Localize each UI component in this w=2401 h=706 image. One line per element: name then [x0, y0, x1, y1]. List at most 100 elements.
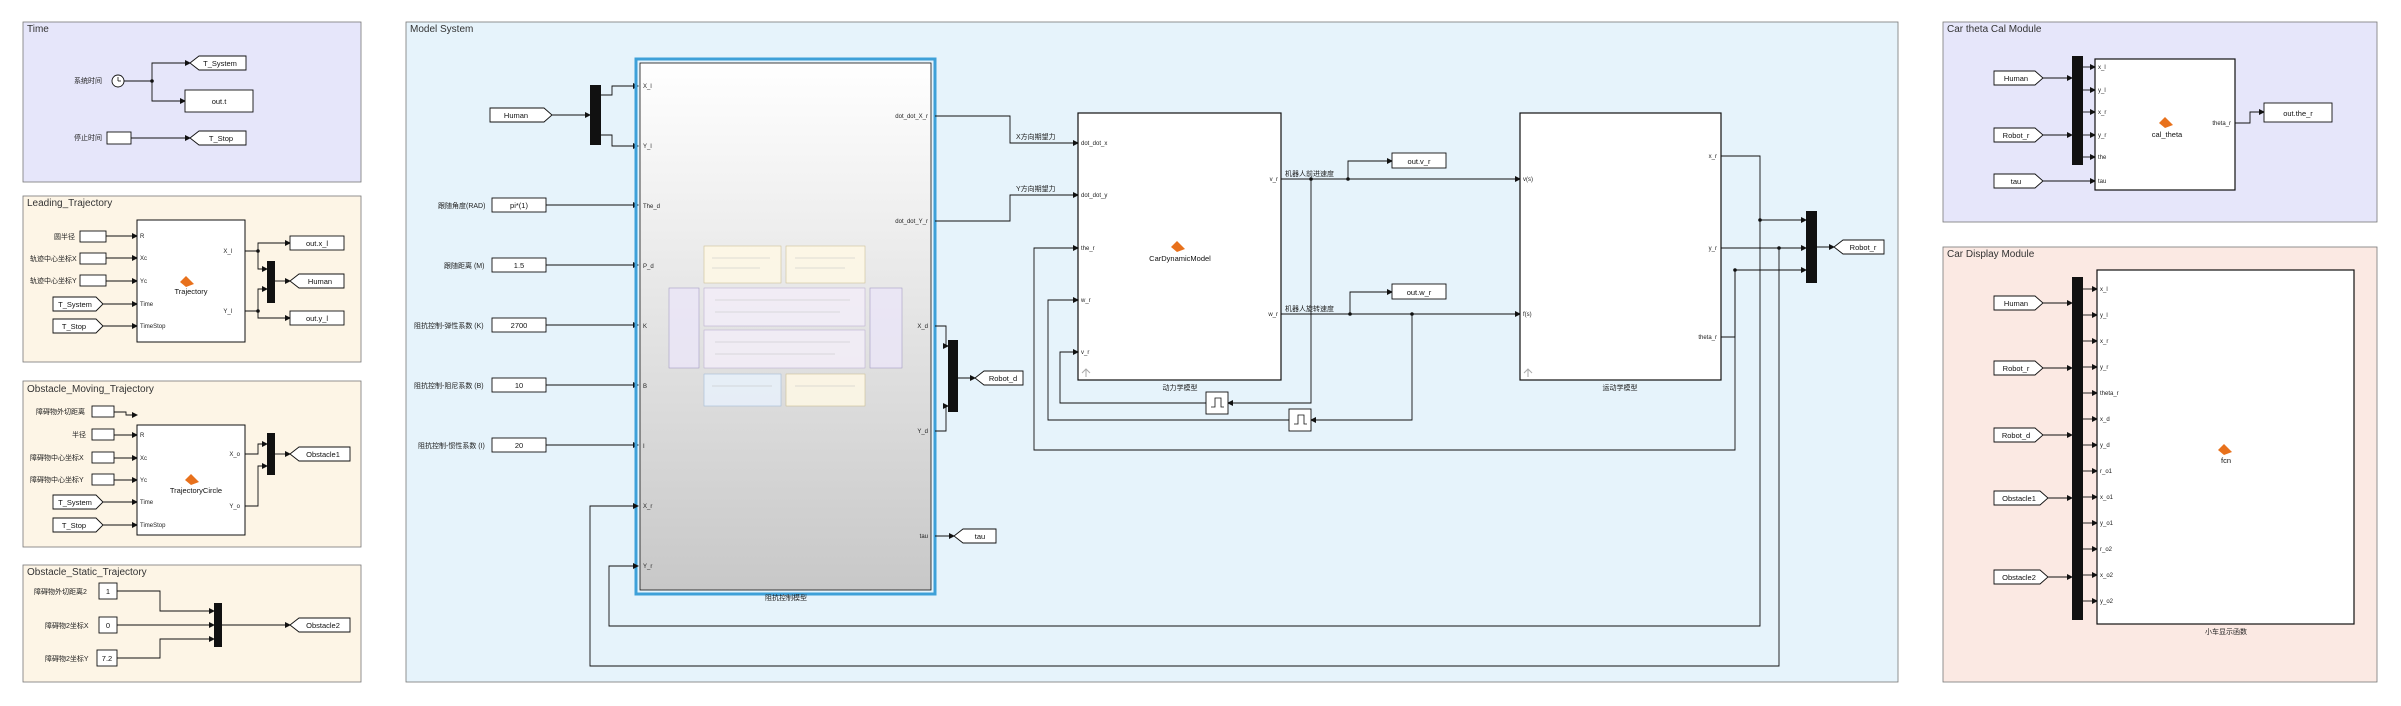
trajectory-block[interactable]: R Xc Yc Time TimeStop X_l Y_l Trajectory — [136, 219, 246, 343]
svg-text:x_r: x_r — [2098, 110, 2106, 116]
theta-demux[interactable] — [2072, 56, 2083, 165]
os-const-x[interactable]: 0 — [98, 616, 118, 634]
svg-text:Robot_d: Robot_d — [989, 374, 1017, 383]
svg-text:the_r: the_r — [1081, 246, 1095, 252]
matlab-function-icon — [2218, 444, 2232, 455]
robot-d-mux[interactable] — [948, 340, 958, 412]
cal-theta-block[interactable]: x_l y_l x_r y_r the tau theta_r cal_thet… — [2094, 58, 2236, 191]
display-from-human[interactable]: Human — [1993, 295, 2044, 311]
svg-text:Yc: Yc — [140, 279, 147, 285]
om-label-x: 障碍物中心坐标X — [30, 453, 84, 462]
svg-text:Y_l: Y_l — [643, 144, 652, 150]
goto-robot-r[interactable]: Robot_r — [1833, 239, 1885, 255]
leading-mux[interactable] — [267, 261, 275, 303]
param-const-angle[interactable]: pi*(1) — [491, 197, 547, 213]
leading-section: 圆半径 轨迹中心坐标X 轨迹中心坐标Y T_System T_Stop R Xc… — [30, 219, 345, 343]
model-demux[interactable] — [590, 85, 601, 145]
svg-text:tau: tau — [2011, 177, 2021, 186]
param-label-i: 阻抗控制-惯性系数 (I) — [418, 441, 485, 450]
leading-const-r[interactable] — [79, 230, 107, 243]
svg-text:0: 0 — [106, 621, 110, 630]
theta-from-tau[interactable]: tau — [1993, 173, 2044, 189]
svg-text:out.v_r: out.v_r — [1408, 157, 1431, 166]
svg-text:Y_d: Y_d — [917, 429, 928, 435]
svg-text:dot_dot_y: dot_dot_y — [1081, 193, 1107, 199]
param-const-b[interactable]: 10 — [491, 377, 547, 393]
om-const-d[interactable] — [91, 405, 115, 418]
out-t-block[interactable]: out.t — [184, 89, 254, 113]
stop-time-label: 停止时间 — [74, 133, 102, 142]
unit-delay-v[interactable] — [1205, 391, 1229, 415]
trajectory-circle-block[interactable]: R Xc Yc Time TimeStop X_o Y_o Trajectory… — [136, 424, 246, 536]
leading-label-radius: 圆半径 — [54, 232, 75, 241]
om-from-t-stop[interactable]: T_Stop — [52, 517, 104, 533]
model-from-human[interactable]: Human — [489, 107, 553, 123]
param-const-k[interactable]: 2700 — [491, 317, 547, 333]
goto-human[interactable]: Human — [289, 273, 345, 289]
svg-text:Human: Human — [504, 111, 528, 120]
svg-text:cal_theta: cal_theta — [2152, 130, 2183, 139]
os-const-d[interactable]: 1 — [98, 582, 118, 600]
car-dynamic-model-block[interactable]: dot_dot_x dot_dot_y the_r w_r v_r v_r w_… — [1077, 112, 1282, 381]
dynamics-caption: 动力学模型 — [1163, 383, 1198, 392]
unit-delay-w[interactable] — [1288, 408, 1312, 432]
om-from-t-system[interactable]: T_System — [52, 494, 104, 510]
svg-text:T_Stop: T_Stop — [209, 134, 233, 143]
goto-obstacle1[interactable]: Obstacle1 — [289, 446, 351, 462]
svg-text:T_System: T_System — [58, 498, 92, 507]
svg-text:y_l: y_l — [2098, 88, 2106, 94]
display-demux[interactable] — [2072, 277, 2083, 620]
leading-from-t-system[interactable]: T_System — [52, 296, 104, 312]
svg-text:Trajectory: Trajectory — [174, 287, 207, 296]
goto-t-stop[interactable]: T_Stop — [189, 130, 247, 146]
impedance-control-subsystem[interactable]: X_l Y_l The_d P_d K B I X_r Y_r dot_dot_… — [634, 57, 937, 596]
out-the-r-block[interactable]: out.the_r — [2263, 102, 2333, 123]
param-label-k: 阻抗控制-弹性系数 (K) — [414, 321, 484, 330]
leading-const-yc[interactable] — [79, 274, 107, 287]
svg-text:Human: Human — [308, 277, 332, 286]
svg-text:Robot_r: Robot_r — [2003, 131, 2030, 140]
svg-text:tau: tau — [975, 532, 985, 541]
goto-robot-d[interactable]: Robot_d — [974, 370, 1024, 386]
om-const-y[interactable] — [91, 473, 115, 486]
os-const-y[interactable]: 7.2 — [96, 649, 118, 667]
goto-obstacle2[interactable]: Obstacle2 — [289, 617, 351, 633]
leading-from-t-stop[interactable]: T_Stop — [52, 318, 104, 334]
display-port-label: y_r — [2100, 365, 2108, 371]
display-from-robot-r[interactable]: Robot_r — [1993, 360, 2044, 376]
param-label-angle: 跟随角度(RAD) — [438, 201, 485, 210]
param-const-distance[interactable]: 1.5 — [491, 257, 547, 273]
svg-text:R: R — [140, 234, 145, 240]
display-fcn-block[interactable]: x_ly_lx_ry_rtheta_rx_dy_dr_o1x_o1y_o1r_o… — [2096, 269, 2355, 625]
display-port-label: x_o2 — [2100, 573, 2114, 579]
leading-const-xc[interactable] — [79, 252, 107, 265]
obstacle-moving-section: 障碍物外切距离 半径 障碍物中心坐标X 障碍物中心坐标Y T_System T_… — [30, 405, 351, 536]
out-v-r-block[interactable]: out.v_r — [1391, 152, 1447, 169]
kinematics-block[interactable]: v(s) f(s) x_r y_r theta_r — [1519, 112, 1722, 381]
theta-from-robot-r[interactable]: Robot_r — [1993, 127, 2044, 143]
stop-time-constant[interactable] — [106, 131, 132, 145]
theta-from-human[interactable]: Human — [1993, 70, 2044, 86]
svg-text:1: 1 — [106, 587, 110, 596]
out-w-r-block[interactable]: out.w_r — [1391, 283, 1447, 300]
om-mux[interactable] — [267, 433, 275, 475]
goto-tau[interactable]: tau — [953, 528, 997, 544]
om-const-r[interactable] — [91, 428, 115, 441]
area-time-title: Time — [27, 24, 49, 35]
goto-t-system[interactable]: T_System — [189, 55, 247, 71]
display-from-robot-d[interactable]: Robot_d — [1993, 427, 2044, 443]
svg-text:I: I — [643, 444, 645, 450]
os-mux[interactable] — [214, 603, 222, 647]
param-const-i[interactable]: 20 — [491, 437, 547, 453]
display-from-obstacle1[interactable]: Obstacle1 — [1993, 490, 2049, 506]
svg-text:y_r: y_r — [2098, 133, 2106, 139]
svg-text:v_r: v_r — [1081, 350, 1089, 356]
om-const-x[interactable] — [91, 451, 115, 464]
out-x-l-block[interactable]: out.x_l — [289, 235, 345, 251]
clock-icon[interactable] — [111, 74, 125, 88]
out-y-l-block[interactable]: out.y_l — [289, 310, 345, 326]
robot-r-mux[interactable] — [1806, 211, 1817, 283]
svg-text:K: K — [643, 324, 647, 330]
display-from-obstacle2[interactable]: Obstacle2 — [1993, 569, 2049, 585]
